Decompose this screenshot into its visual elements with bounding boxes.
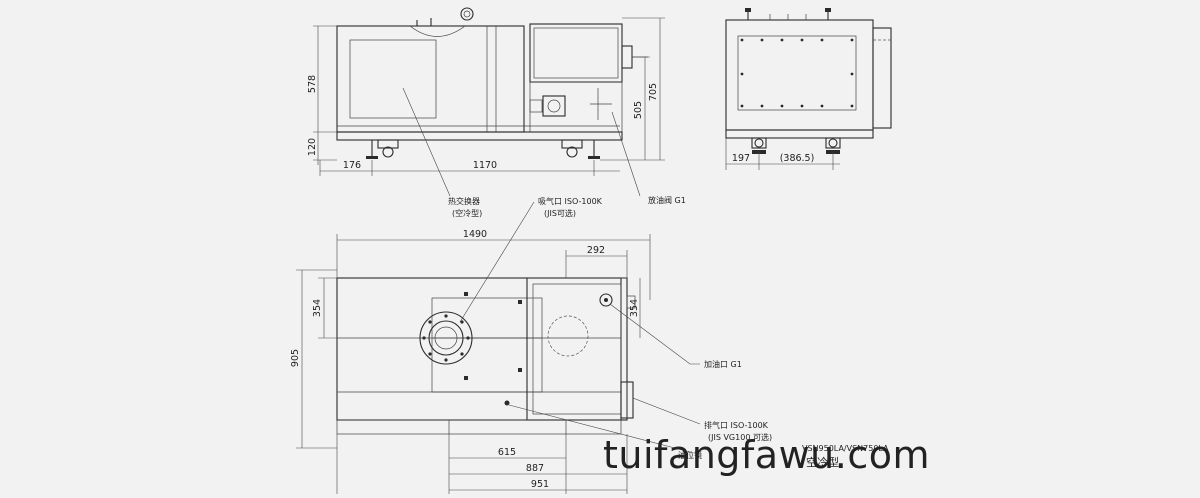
dim-615: 615: [498, 447, 516, 458]
end-foot-right: [825, 137, 841, 154]
plan-body: [336, 277, 622, 421]
dim-386-5: (386.5): [780, 153, 815, 164]
dim-292: 292: [587, 245, 605, 256]
caster-right: [561, 139, 600, 159]
callout-heat-exchanger: 热交换器: [448, 196, 480, 206]
dim-705: 705: [648, 83, 659, 101]
callout-exhaust: 排气口 ISO-100K: [704, 420, 769, 430]
callouts: 热交换器 (空冷型) 吸气口 ISO-100K (JIS可选) 放油阀 G1 加…: [402, 87, 889, 469]
dim-354-left: 354: [312, 299, 323, 317]
callout-inlet: 吸气口 ISO-100K: [538, 196, 603, 206]
side-view: 578 120 176 1170 505 705: [307, 7, 665, 176]
model-label: VSN950LA/VSN750LA: [802, 444, 889, 453]
callout-heat-exchanger-sub: (空冷型): [452, 208, 482, 218]
callout-drain-valve: 放油阀 G1: [648, 195, 686, 205]
dim-578: 578: [307, 75, 318, 93]
dim-887: 887: [526, 463, 544, 474]
dim-905: 905: [290, 349, 301, 367]
dim-176: 176: [343, 160, 361, 171]
dim-505: 505: [633, 101, 644, 119]
callout-inlet-sub: (JIS可选): [544, 208, 576, 218]
dim-1490: 1490: [463, 229, 487, 240]
inlet-flange: [419, 311, 473, 365]
dim-1170: 1170: [473, 160, 497, 171]
coupling: [542, 95, 566, 117]
oil-fill-port: [599, 293, 613, 307]
callout-oil-level: 油位镜: [678, 450, 702, 460]
end-foot-left: [751, 137, 767, 154]
end-panel: [737, 35, 857, 111]
end-body: [725, 19, 874, 131]
end-cooler: [872, 27, 892, 129]
hidden-rotor: [547, 315, 589, 357]
lifting-eye: [460, 7, 474, 21]
plan-view: 1490 292 354 905 354 615 887 951: [290, 229, 651, 494]
motor-box: [529, 23, 623, 83]
side-base: [336, 131, 623, 141]
caster-left: [366, 139, 399, 159]
fan-arc: [409, 25, 466, 37]
dim-354-right: 354: [629, 299, 640, 317]
end-view: 197 (386.5): [725, 8, 892, 170]
side-flange: [621, 45, 633, 69]
callout-exhaust-sub: (JIS VG100 可选): [708, 432, 772, 442]
watermark-text: tuifangfawu.com: [603, 433, 930, 477]
dim-120: 120: [307, 138, 318, 156]
dim-951: 951: [531, 479, 549, 490]
callout-oil-fill: 加油口 G1: [704, 359, 742, 369]
oil-level-glass: [504, 400, 510, 406]
dim-197: 197: [732, 153, 750, 164]
heat-exchanger-panel: [349, 39, 437, 119]
model-sub-label: 空冷型: [806, 455, 839, 469]
